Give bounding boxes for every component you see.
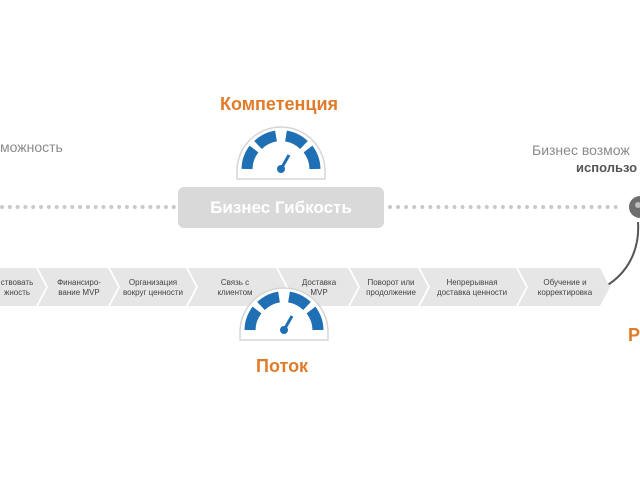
business-agility-box: Бизнес Гибкость (178, 187, 384, 228)
step-8: Обучение и корректировка (537, 278, 593, 297)
step-2: Финансиро- вание MVP (57, 278, 101, 297)
step-1: ствовать жность (0, 278, 34, 297)
globe-icon (629, 196, 640, 218)
flow-label: Поток (256, 356, 309, 376)
right-text-line2: использо (576, 160, 638, 175)
speedometer-icon (239, 287, 329, 341)
step-6: Поворот или продолжение (366, 278, 416, 297)
left-dotted-line (0, 205, 176, 209)
right-partial-label: Р (628, 325, 640, 345)
process-chevrons (0, 268, 610, 306)
left-opportunity-text: можность (0, 139, 63, 155)
competence-label: Компетенция (220, 94, 339, 114)
speedometer-icon (236, 126, 326, 180)
right-text-line1: Бизнес возмож (532, 142, 630, 158)
step-4: Связь с клиентом (217, 278, 253, 297)
right-connector-curve (605, 222, 640, 287)
step-5: Доставка MVP (301, 278, 337, 297)
right-dotted-line (388, 205, 618, 209)
step-7: Непрерывная доставка ценности (436, 278, 508, 297)
step-3: Организация вокруг ценности (123, 278, 183, 297)
